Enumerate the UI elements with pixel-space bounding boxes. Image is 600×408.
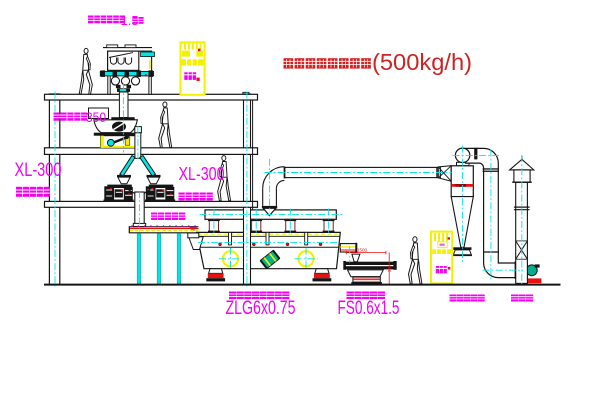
svg-text:XL-300: XL-300 (15, 160, 62, 181)
svg-text:541: 541 (387, 264, 392, 272)
svg-text:350: 350 (86, 110, 106, 125)
svg-text:Φ600: Φ600 (455, 183, 467, 188)
svg-text:FS0.6x1.5: FS0.6x1.5 (338, 298, 400, 319)
svg-text:1.5: 1.5 (121, 13, 139, 28)
svg-text:1500: 1500 (357, 248, 368, 253)
svg-text:(500kg/h): (500kg/h) (372, 49, 472, 75)
svg-text:XL-300: XL-300 (179, 164, 225, 184)
svg-text:ZLG6x0.75: ZLG6x0.75 (226, 298, 296, 319)
